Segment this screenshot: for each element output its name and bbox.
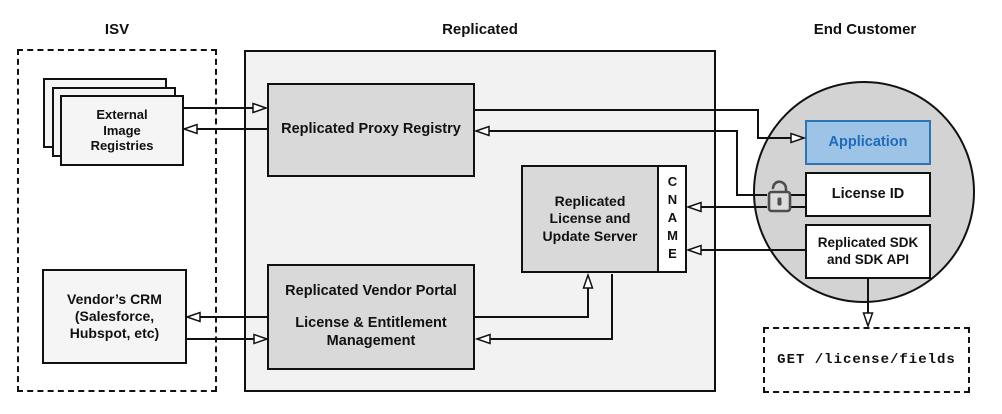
replicated-sdk-node: Replicated SDK and SDK API xyxy=(805,224,931,279)
vendor-portal-subtitle: License & Entitlement Management xyxy=(295,315,447,349)
replicated-sdk-label: Replicated SDK and SDK API xyxy=(817,235,919,267)
license-update-server-node: Replicated License and Update Server xyxy=(521,165,659,273)
isv-section-title: ISV xyxy=(104,21,130,38)
application-node: Application xyxy=(805,120,931,165)
vendor-crm-label: Vendor’s CRM (Salesforce, Hubspot, etc) xyxy=(67,290,162,342)
cname-label: CNAME xyxy=(665,174,680,264)
external-image-registries-node: External Image Registries xyxy=(60,95,184,166)
vendor-portal-node: Replicated Vendor Portal License & Entit… xyxy=(267,264,475,370)
replicated-section-title: Replicated xyxy=(442,21,518,38)
application-label: Application xyxy=(828,133,908,150)
proxy-registry-node: Replicated Proxy Registry xyxy=(267,83,475,177)
external-image-registries-label: External Image Registries xyxy=(90,106,154,154)
license-id-node: License ID xyxy=(805,172,931,217)
get-license-fields-label: GET /license/fields xyxy=(777,352,956,368)
get-license-fields-node: GET /license/fields xyxy=(763,327,970,393)
vendor-portal-title: Replicated Vendor Portal xyxy=(285,283,457,300)
vendor-crm-node: Vendor’s CRM (Salesforce, Hubspot, etc) xyxy=(42,269,187,364)
proxy-registry-label: Replicated Proxy Registry xyxy=(281,121,461,138)
cname-strip: CNAME xyxy=(657,165,687,273)
end-customer-section-title: End Customer xyxy=(813,21,917,38)
license-update-server-label: Replicated License and Update Server xyxy=(542,193,638,244)
license-id-label: License ID xyxy=(831,185,905,202)
